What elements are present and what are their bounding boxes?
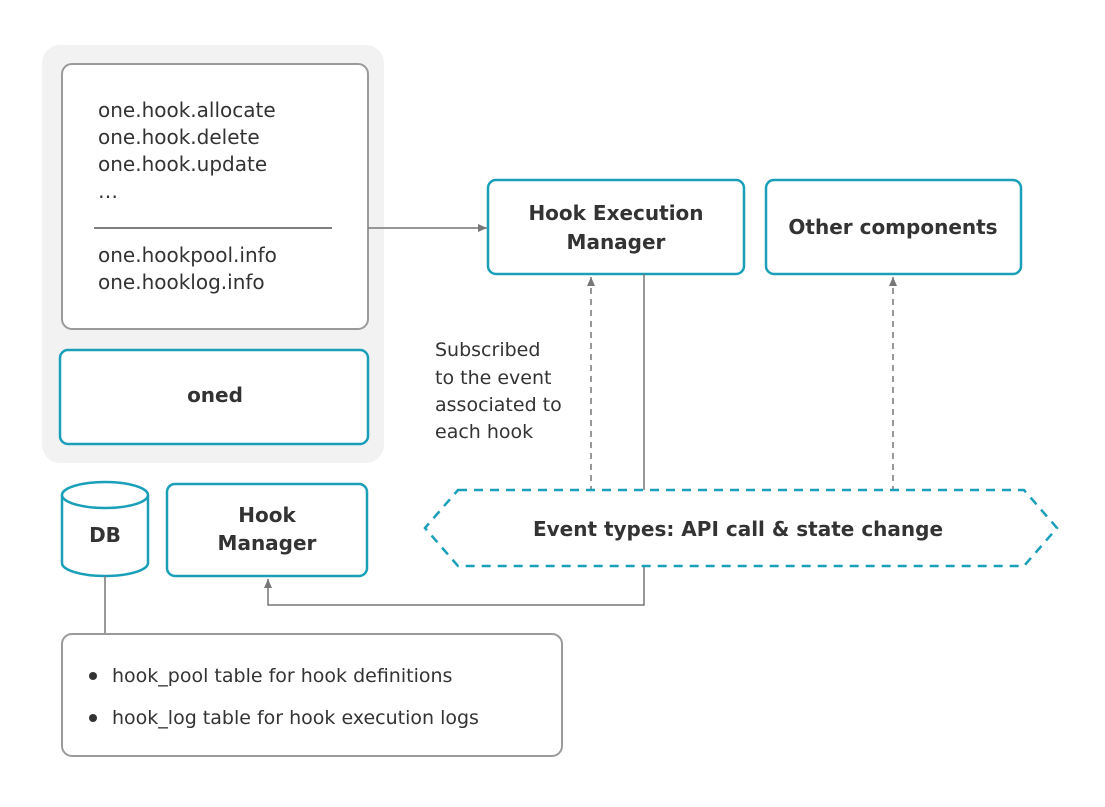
hook-execution-manager-label-line1: Hook Execution	[528, 201, 703, 225]
subscribed-note-line: associated to	[435, 394, 562, 416]
hook-manager-label-line2: Manager	[218, 531, 317, 555]
hook-manager-box	[165, 482, 369, 578]
subscribed-note-line: each hook	[435, 421, 533, 443]
api-call-item: one.hook.update	[98, 152, 267, 176]
other-components-label: Other components	[788, 215, 997, 239]
api-call-item: one.hook.allocate	[98, 98, 276, 122]
api-call-item: one.hook.delete	[98, 125, 260, 149]
oned-box	[58, 348, 370, 446]
bullet-icon	[89, 672, 97, 680]
event-types-bus	[423, 488, 1059, 568]
bullet-icon	[89, 714, 97, 722]
hook-execution-manager-label-line2: Manager	[567, 230, 666, 254]
db-tables-box	[61, 633, 563, 757]
hook-manager-label-line1: Hook	[238, 503, 296, 527]
oned-label: oned	[187, 383, 243, 407]
db-table-item: hook_log table for hook execution logs	[112, 707, 479, 729]
subscribed-note-line: to the event	[435, 367, 551, 389]
api-calls-box	[61, 63, 369, 330]
db-table-item: hook_pool table for hook definitions	[112, 665, 452, 687]
subscribed-note-line: Subscribed	[435, 339, 540, 361]
hook-execution-manager-box	[486, 178, 746, 276]
other-components-box	[764, 178, 1023, 276]
db-cylinder	[60, 480, 150, 578]
api-call-item: one.hooklog.info	[98, 270, 265, 294]
db-label: DB	[89, 523, 121, 547]
event-types-label: Event types: API call & state change	[533, 517, 943, 541]
api-call-ellipsis: …	[98, 179, 118, 203]
api-call-item: one.hookpool.info	[98, 243, 277, 267]
event-to-hook-manager-arrow	[264, 566, 645, 606]
